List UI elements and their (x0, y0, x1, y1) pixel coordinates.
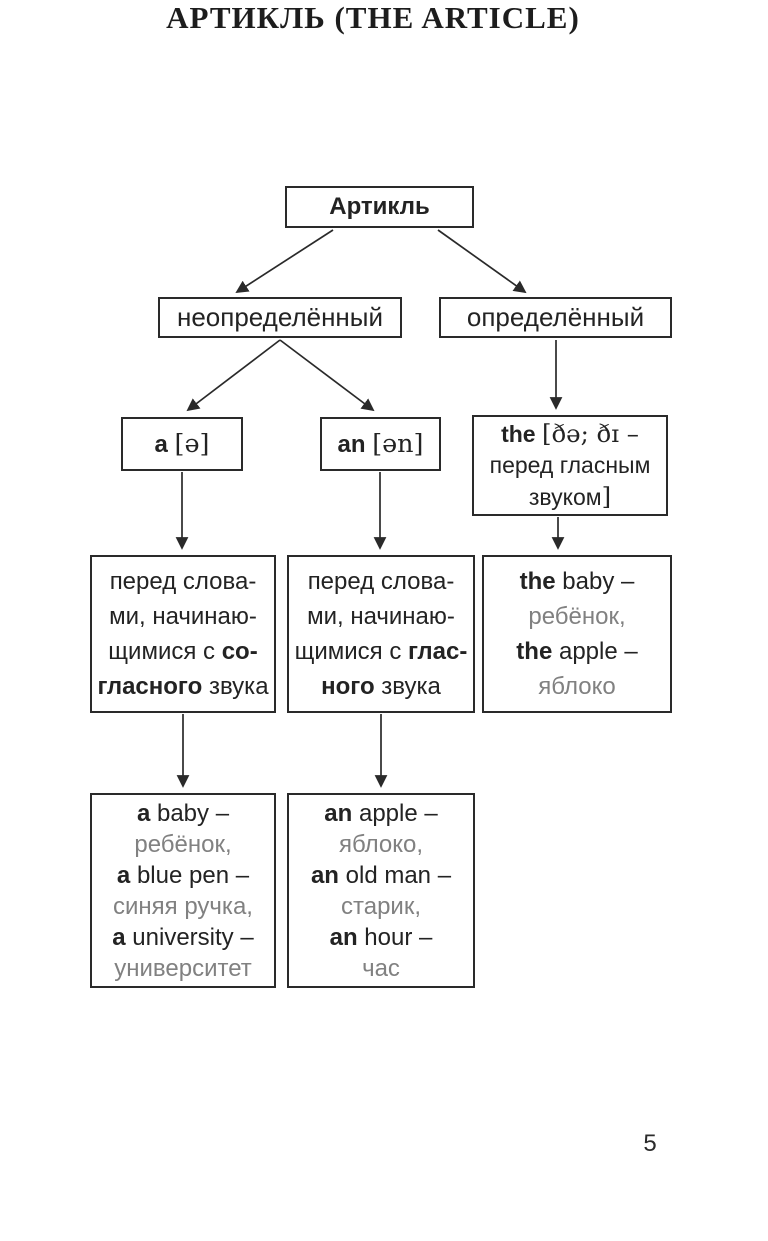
text-segment: перед гласным (489, 452, 651, 478)
text-segment: a (154, 431, 175, 459)
text-segment: a (112, 923, 126, 951)
text-line: an apple – (324, 798, 437, 829)
text-segment: яблоко (538, 673, 616, 700)
text-segment: hour – (357, 923, 433, 951)
text-line: звуком] (529, 481, 611, 513)
text-line: университет (114, 953, 252, 984)
text-line: синяя ручка, (113, 891, 253, 922)
text-line: an old man – (311, 860, 451, 891)
indefinite-node-label: неопределённый (176, 301, 384, 332)
page-number: 5 (643, 1130, 657, 1157)
text-segment: the (516, 638, 553, 665)
text-line: яблоко (538, 669, 615, 704)
text-line: a baby – (137, 798, 229, 829)
indefinite-article-node: неопределённый (158, 297, 402, 338)
page-title: АРТИКЛЬ (THE ARTICLE) (166, 0, 580, 35)
text-line: an hour – (330, 922, 433, 953)
text-segment: университет (114, 954, 252, 982)
text-line: the apple – (516, 634, 637, 669)
text-line: гласного звука (97, 669, 268, 704)
text-segment: [ðə; ðɪ – (541, 419, 639, 448)
text-line: перед слова- (110, 564, 257, 599)
text-line: перед слова- (308, 564, 455, 599)
text-segment: старик, (341, 892, 421, 920)
text-line: ми, начинаю- (307, 599, 455, 634)
text-line: щимися с глас- (295, 634, 468, 669)
arrow-root-to-indefinite (235, 229, 334, 294)
text-segment: baby – (555, 568, 635, 595)
text-segment: перед слова- (109, 568, 257, 595)
text-line: ного звука (321, 669, 441, 704)
text-segment: синяя ручка, (113, 892, 253, 920)
text-line: the [ðə; ðɪ – (501, 418, 639, 450)
text-segment: гласного (97, 673, 203, 700)
text-line: ребёнок, (528, 599, 625, 634)
text-line: a blue pen – (117, 860, 249, 891)
text-line: час (362, 953, 400, 984)
text-segment: ребёнок, (134, 830, 232, 858)
text-segment: ми, начинаю- (307, 603, 455, 630)
a-examples-node: a baby –ребёнок,a blue pen –синяя ручка,… (90, 793, 276, 988)
text-line: a university – (112, 922, 253, 953)
text-segment: щимися с (108, 638, 222, 665)
text-segment: apple – (552, 638, 638, 665)
text-segment: old man – (338, 861, 452, 889)
text-segment: час (362, 954, 400, 982)
text-segment: перед слова- (307, 568, 455, 595)
text-segment: глас- (408, 638, 468, 665)
text-segment: ] (601, 482, 612, 511)
text-segment: [ən] (372, 428, 424, 459)
text-line: the baby – (520, 564, 635, 599)
definite-article-node: определённый (439, 297, 672, 338)
text-segment: [ə] (174, 428, 210, 459)
arrow-indefinite-to-a (186, 339, 281, 412)
text-segment: ми, начинаю- (109, 603, 257, 630)
text-segment: the (519, 568, 556, 595)
text-line: щимися с со- (108, 634, 257, 669)
arrow-indefinite-to-an (279, 339, 375, 412)
root-node-label: Артикль (329, 193, 430, 221)
text-segment: ребёнок, (528, 603, 626, 630)
text-line: a [ə] (155, 427, 210, 460)
consonant-rule-node: перед слова-ми, начинаю-щимися с со-глас… (90, 555, 276, 713)
root-node-article: Артикль (285, 186, 474, 228)
text-segment: blue pen – (130, 861, 250, 889)
definite-node-label: определённый (466, 301, 645, 332)
text-line: an [ən] (338, 427, 424, 460)
the-examples-node: the baby – ребёнок, the apple – яблоко (482, 555, 672, 713)
arrow-root-to-definite (437, 229, 527, 294)
text-segment: со- (221, 638, 258, 665)
text-segment: ного (321, 673, 375, 700)
text-segment: a (116, 861, 131, 889)
text-segment: baby – (150, 799, 230, 827)
article-a-node: a [ə] (121, 417, 243, 471)
text-segment: звуком (528, 484, 602, 510)
text-line: старик, (341, 891, 421, 922)
text-line: яблоко, (339, 829, 423, 860)
text-segment: звука (202, 673, 269, 700)
text-line: перед гласным (490, 450, 651, 481)
text-segment: an (310, 861, 339, 889)
text-segment: щимися с (294, 638, 409, 665)
text-segment: звука (374, 673, 441, 700)
text-segment: the (501, 421, 542, 447)
text-segment: a (136, 799, 151, 827)
an-examples-node: an apple –яблоко,an old man –старик,an h… (287, 793, 475, 988)
text-segment: apple – (352, 799, 438, 827)
vowel-rule-node: перед слова-ми, начинаю-щимися с глас-но… (287, 555, 475, 713)
text-segment: an (337, 431, 373, 459)
text-line: ми, начинаю- (109, 599, 257, 634)
text-line: ребёнок, (134, 829, 231, 860)
article-an-node: an [ən] (320, 417, 441, 471)
text-segment: яблоко, (338, 830, 424, 858)
text-segment: an (329, 923, 358, 951)
text-segment: university – (125, 923, 254, 951)
text-segment: an (324, 799, 353, 827)
